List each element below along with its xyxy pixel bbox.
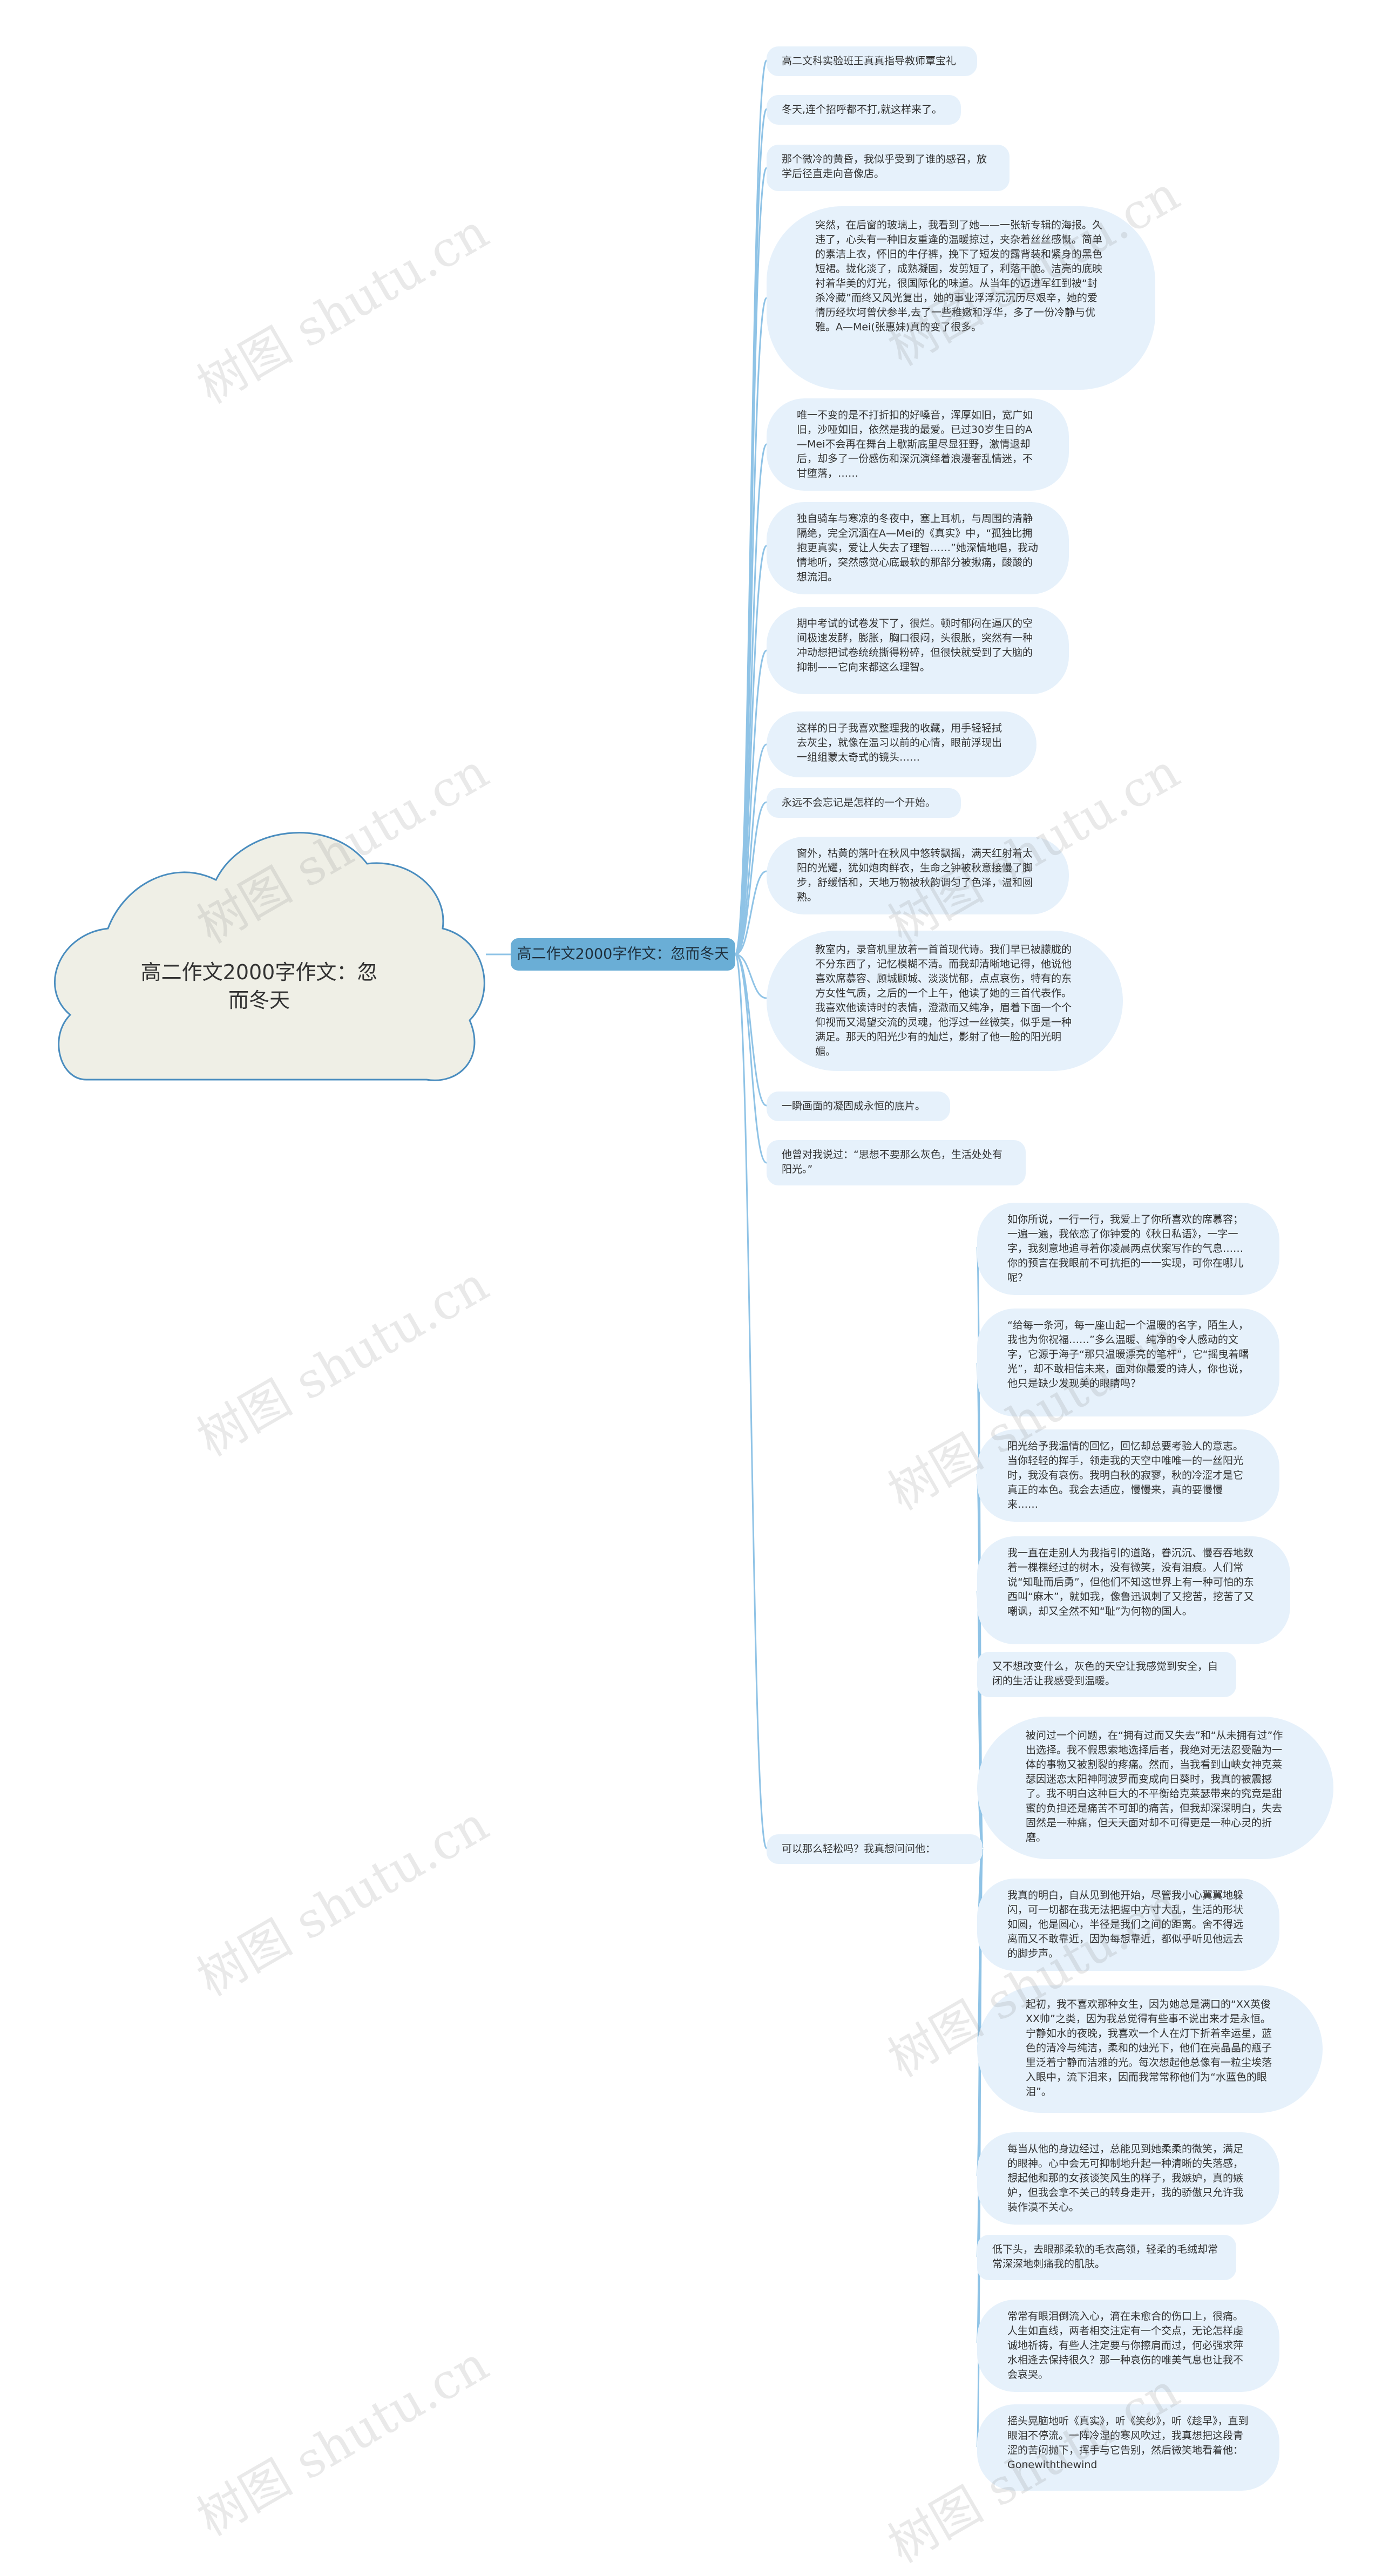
level1-node[interactable]: 永远不会忘记是怎样的一个开始。: [767, 788, 961, 818]
level1-node[interactable]: 独自骑车与寒凉的冬夜中，塞上耳机，与周围的清静隔绝，完全沉湎在A—Mei的《真实…: [767, 502, 1069, 594]
level2-node[interactable]: 起初，我不喜欢那种女生，因为她总是满口的“XX英俊XX帅”之类，因为我总觉得有些…: [977, 1985, 1323, 2113]
branch-connector: [734, 649, 768, 955]
level2-node[interactable]: 我一直在走别人为我指引的道路，眷沉沉、慢吞吞地数着一棵棵经过的树木，没有微笑，没…: [977, 1536, 1290, 1644]
branch-connector: [734, 953, 768, 1849]
level1-node[interactable]: 窗外，枯黄的落叶在秋风中悠转飘摇，满天红射着太阳的光耀，犹如炮肉鲜衣，生命之钟被…: [767, 837, 1069, 914]
level1-node[interactable]: 可以那么轻松吗？我真想问问他：: [767, 1834, 983, 1864]
branch-connector: [735, 743, 767, 955]
level1-node[interactable]: 唯一不变的是不打折扣的好嗓音，浑厚如旧，宽广如旧，沙哑如旧，依然是我的最爱。已过…: [767, 398, 1069, 491]
level2-node[interactable]: 常常有眼泪倒流入心，滴在未愈合的伤口上，很痛。人生如直线，两者相交注定有一个交点…: [977, 2300, 1279, 2392]
level2-node[interactable]: 每当从他的身边经过，总能见到她柔柔的微笑，满足的眼神。心中会无可抑制地升起一种清…: [977, 2132, 1279, 2225]
branch-connector: [735, 870, 767, 955]
branch-topic[interactable]: 高二作文2000字作文：忽而冬天: [511, 938, 735, 971]
level2-node[interactable]: 如你所说，一行一行，我爱上了你所喜欢的席慕容；一遍一遍，我依恋了你钟爱的《秋日私…: [977, 1203, 1279, 1295]
level1-node[interactable]: 高二文科实验班王真真指导教师覃宝礼: [767, 46, 977, 76]
branch-connector: [734, 545, 768, 955]
level2-node[interactable]: 阳光给予我温情的回忆，回忆却总要考验人的意志。当你轻轻的挥手，领走我的天空中唯唯…: [977, 1429, 1279, 1522]
level1-node[interactable]: 期中考试的试卷发下了，很烂。顿时郁闷在逼仄的空间极速发酵，膨胀，胸口很闷，头很胀…: [767, 607, 1069, 694]
branch-connector: [735, 801, 767, 955]
level1-node[interactable]: 这样的日子我喜欢整理我的收藏，用手轻轻拭去灰尘，就像在温习以前的心情，眼前浮现出…: [767, 711, 1036, 777]
level1-node[interactable]: 冬天,连个招呼都不打,就这样来了。: [767, 95, 961, 125]
level1-node[interactable]: 教室内，录音机里放着一首首现代诗。我们早已被朦胧的不分东西了，记忆模糊不清。而我…: [767, 931, 1123, 1071]
level2-node[interactable]: 被问过一个问题，在“拥有过而又失去”和“从未拥有过”作出选择。我不假思索地选择后…: [977, 1717, 1333, 1859]
subbranch-connector: [976, 1847, 984, 2449]
level2-node[interactable]: “给每一条河，每一座山起一个温暖的名字，陌生人，我也为你祝福……”多么温暖、纯净…: [977, 1309, 1279, 1416]
level1-node[interactable]: 那个微冷的黄昏，我似乎受到了谁的感召，放学后径直走向音像店。: [767, 145, 1010, 191]
level2-node[interactable]: 摇头晃脑地听《真实》，听《笑纱》，听《趁早》，直到眼泪不停流。一阵冷湿的寒风吹过…: [977, 2404, 1279, 2491]
branch-connector: [735, 953, 767, 999]
branch-connector: [735, 953, 767, 1164]
level2-node[interactable]: 又不想改变什么，灰色的天空让我感觉到安全，自闭的生活让我感受到温暖。: [977, 1652, 1236, 1697]
root-topic-title[interactable]: 高二作文2000字作文：忽而冬天: [140, 960, 378, 1012]
level2-node[interactable]: 低下头，去眼那柔软的毛衣高领，轻柔的毛绒却常常深深地刺痛我的肌肤。: [977, 2235, 1236, 2280]
level1-node[interactable]: 突然，在后窗的玻璃上，我看到了她——一张斩专辑的海报。久违了，心头有一种旧友重逢…: [767, 206, 1155, 390]
level1-node[interactable]: 一瞬画面的凝固成永恒的底片。: [767, 1092, 950, 1121]
level1-node[interactable]: 他曾对我说过：“思想不要那么灰色，生活处处有阳光。”: [767, 1140, 1026, 1185]
level2-node[interactable]: 我真的明白，自从见到他开始，尽管我小心翼翼地躲闪，可一切都在我无法把握中方寸大乱…: [977, 1879, 1279, 1971]
